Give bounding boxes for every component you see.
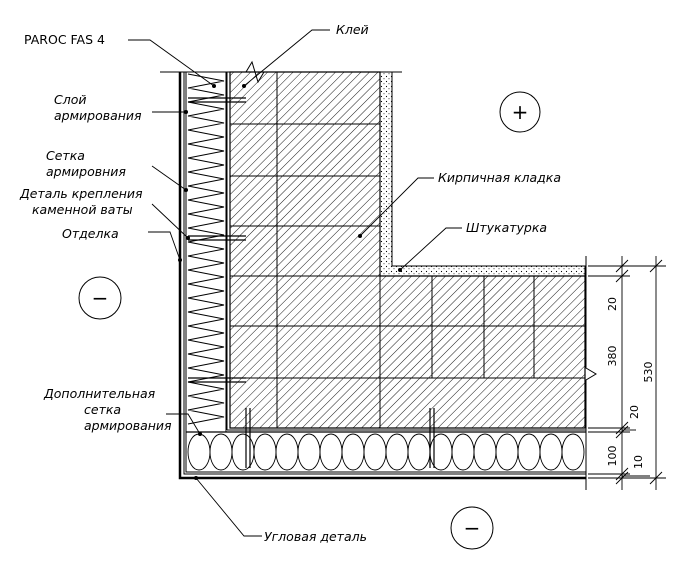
symbol-outside-bottom: −: [450, 506, 494, 550]
break-lines: [160, 60, 597, 490]
dimension-values: 20 380 20 100 10 530: [606, 297, 655, 469]
leader-ends: [178, 84, 402, 480]
label-finish: Отделка: [62, 226, 119, 241]
brick-masonry: [229, 71, 586, 429]
label-fastener-2: каменной ваты: [32, 202, 133, 217]
dim-100: 100: [606, 446, 619, 467]
symbol-inside: +: [499, 91, 541, 133]
leader-lines: [128, 29, 462, 537]
dim-380: 380: [606, 346, 619, 367]
label-plaster: Штукатурка: [466, 220, 547, 235]
label-reinf-layer-1: Слой: [54, 92, 87, 107]
label-mesh-1: Сетка: [46, 148, 85, 163]
label-brickwork: Кирпичная кладка: [438, 170, 561, 185]
dim-20-bottom: 20: [628, 405, 641, 419]
finish-layers: [178, 72, 586, 480]
label-mesh-2: армировния: [46, 164, 126, 179]
svg-text:+: +: [512, 100, 529, 124]
label-extra-mesh-3: армирования: [84, 418, 172, 433]
svg-text:−: −: [464, 516, 481, 540]
dim-530: 530: [642, 362, 655, 383]
label-extra-mesh-1: Дополнительная: [43, 386, 156, 401]
symbol-outside-left: −: [78, 276, 122, 320]
fasteners: [188, 97, 435, 468]
insulation-vertical: [185, 71, 227, 433]
dim-20-top: 20: [606, 297, 619, 311]
label-reinf-layer-2: армирования: [54, 108, 142, 123]
label-paroc: PAROC FAS 4: [24, 32, 105, 47]
dim-10: 10: [632, 455, 645, 469]
label-corner: Угловая деталь: [264, 529, 367, 544]
label-glue: Клей: [336, 22, 369, 37]
label-fastener-1: Деталь крепления: [19, 186, 143, 201]
label-extra-mesh-2: сетка: [84, 402, 121, 417]
svg-text:−: −: [92, 286, 109, 310]
dimension-lines: [588, 256, 666, 490]
